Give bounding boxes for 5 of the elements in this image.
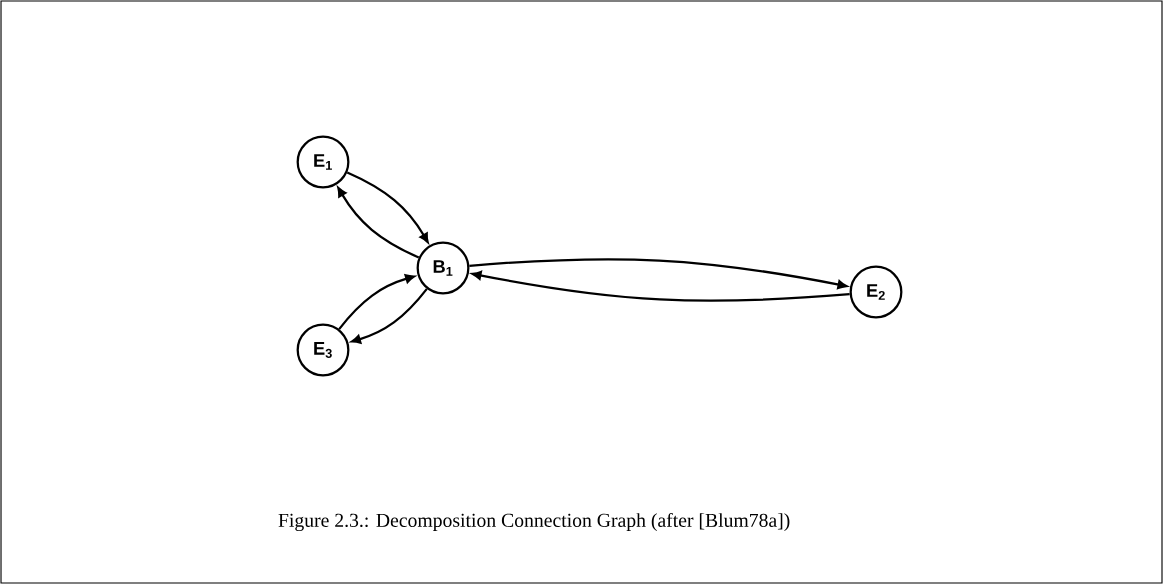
arrow	[469, 258, 848, 290]
arrow	[337, 187, 420, 259]
caption: Figure 2.3.: Decomposition Connection Graph (after [Blum78a])	[278, 512, 790, 532]
arrow	[471, 270, 850, 302]
arrow	[346, 171, 429, 243]
